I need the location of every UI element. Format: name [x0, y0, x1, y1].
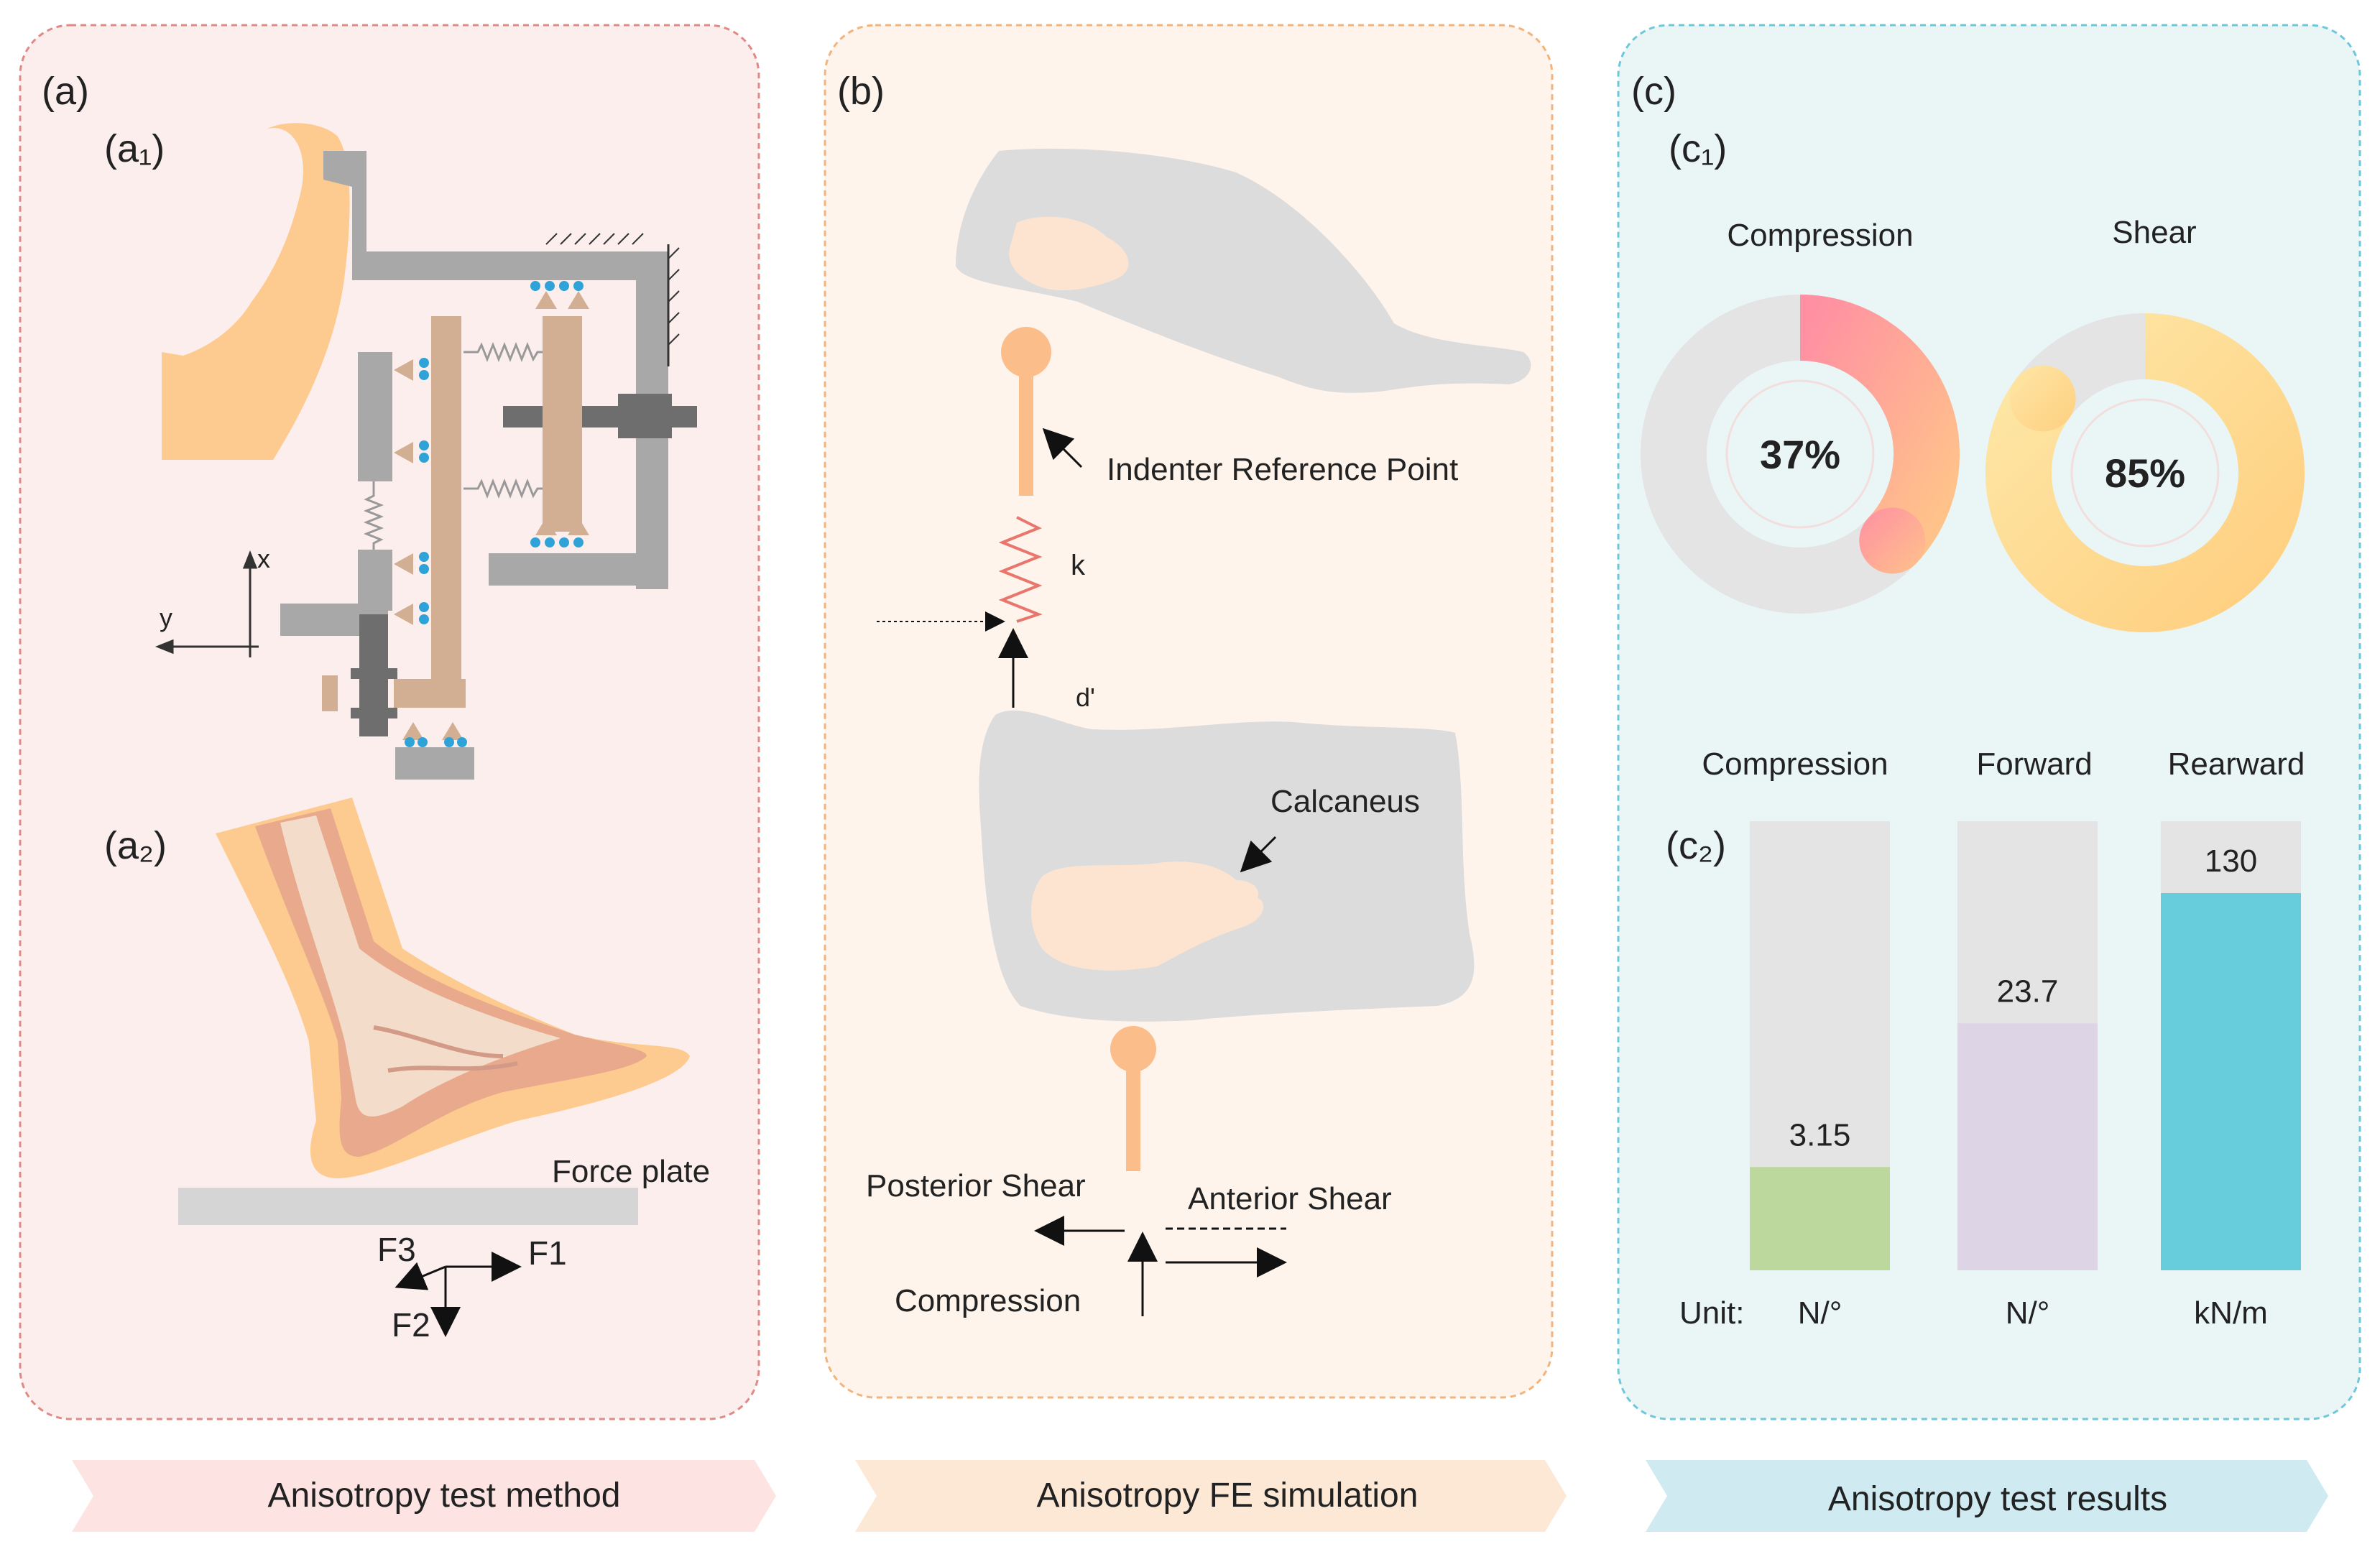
calcaneus-label: Calcaneus	[1270, 784, 1420, 819]
force-plate-label: Force plate	[552, 1154, 710, 1189]
spring-k-label: k	[1071, 550, 1086, 581]
bar-fill	[1750, 1167, 1890, 1270]
upper-bone-shape	[1009, 216, 1129, 291]
bar-unit-label: N/°	[1798, 1295, 1842, 1331]
panel-c-label: (c)	[1631, 70, 1676, 113]
donut-inner-ring	[1725, 379, 1875, 529]
donut-charts: 37% Compression 85% Shear	[1641, 215, 2305, 632]
indenter-top	[1001, 327, 1051, 496]
force-plate	[178, 1188, 638, 1225]
donut-slice-compression	[1799, 295, 1960, 563]
panel-c2-label: (c₂)	[1666, 824, 1726, 867]
coordinate-axes	[154, 550, 259, 657]
banner-a-shape	[72, 1460, 776, 1532]
donut-inner-ring	[2070, 398, 2220, 547]
bar-value-label: 23.7	[1997, 974, 2059, 1009]
donut-compression: 37% Compression	[1641, 218, 1960, 614]
bar-value-label: 3.15	[1789, 1117, 1851, 1152]
donut-title: Compression	[1727, 218, 1913, 253]
donut-value-label: 85%	[2105, 450, 2185, 496]
panel-c1-label: (c₁)	[1669, 127, 1727, 170]
unit-label: Unit:	[1679, 1295, 1744, 1331]
foot-shape	[162, 123, 350, 461]
compression-force-label: Compression	[895, 1283, 1081, 1318]
banner-c-shape	[1646, 1460, 2328, 1532]
f1-label: F1	[528, 1234, 567, 1272]
bar-category-label: Rearward	[2168, 747, 2305, 782]
bar-group-rearward: 130 Rearward kN/m	[2161, 747, 2305, 1331]
bar-unit-label: kN/m	[2194, 1295, 2268, 1331]
leg-illustration	[216, 798, 690, 1178]
donut-slice-cap	[2009, 365, 2076, 432]
test-apparatus	[280, 151, 697, 780]
force-axes	[395, 1252, 522, 1337]
banner-a-text: Anisotropy test method	[268, 1476, 621, 1515]
posterior-shear-label: Posterior Shear	[866, 1168, 1086, 1203]
axis-y-label: y	[160, 603, 172, 632]
f2-label: F2	[392, 1306, 430, 1344]
indenter-bottom	[1110, 1026, 1156, 1171]
indenter-pointer-arrow	[1042, 428, 1083, 468]
spring-k	[998, 516, 1043, 623]
bar-unit-label: N/°	[2006, 1295, 2050, 1331]
anterior-shear-label: Anterior Shear	[1188, 1181, 1392, 1216]
bar-fill	[2161, 893, 2301, 1270]
upper-tissue-shape	[956, 148, 1531, 393]
donut-slice-cap	[1859, 507, 1926, 574]
calcaneus-pointer-arrow	[1240, 836, 1277, 873]
panel-b-label: (b)	[837, 70, 885, 113]
load-arrows	[1034, 1216, 1287, 1316]
banner-b-shape	[855, 1460, 1567, 1532]
bar-category-label: Forward	[1976, 747, 2092, 782]
bar-category-label: Compression	[1702, 747, 1888, 782]
donut-slice-shear	[1985, 313, 2305, 632]
donut-value-label: 37%	[1760, 432, 1840, 477]
calcaneus-shape	[1031, 861, 1264, 971]
heel-tissue-shape	[979, 710, 1475, 1022]
donut-shear: 85% Shear	[1985, 215, 2305, 632]
banner-c-text: Anisotropy test results	[1828, 1480, 2167, 1518]
panel-a2-label: (a₂)	[104, 824, 167, 867]
bar-fill	[1957, 1023, 2098, 1270]
axis-x-label: x	[257, 544, 270, 573]
panel-a-label: (a)	[42, 70, 89, 113]
indenter-label: Indenter Reference Point	[1107, 452, 1458, 487]
bar-value-label: 130	[2205, 844, 2257, 879]
panel-a1-label: (a₁)	[104, 127, 165, 170]
d-label: d'	[1076, 683, 1095, 712]
donut-title: Shear	[2112, 215, 2196, 250]
f3-label: F3	[377, 1231, 416, 1268]
banner-b-text: Anisotropy FE simulation	[1037, 1476, 1419, 1515]
